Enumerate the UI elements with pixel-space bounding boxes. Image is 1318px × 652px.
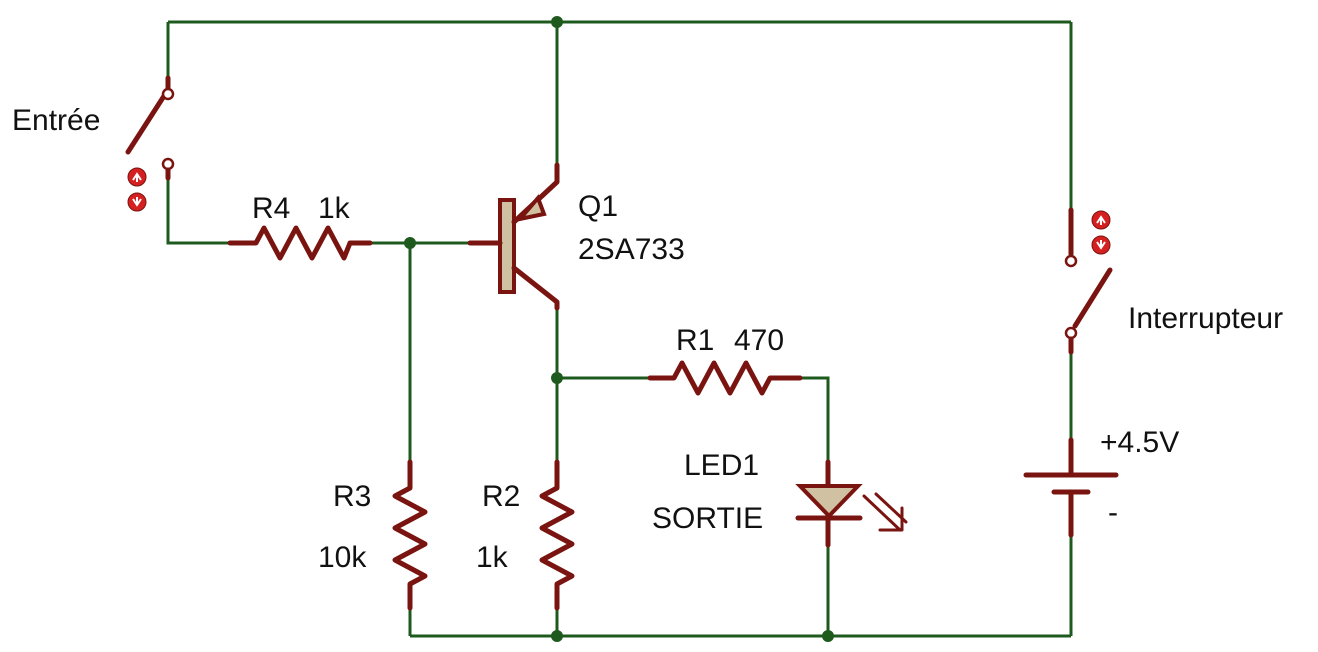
switch-up-arrow-icon[interactable] xyxy=(127,167,147,187)
q1-name: Q1 xyxy=(578,190,618,223)
power-switch-down-arrow-icon[interactable] xyxy=(1091,235,1111,255)
wires xyxy=(166,20,1073,638)
power-switch-contact-top xyxy=(1064,254,1078,268)
r4-name: R4 xyxy=(252,192,290,225)
input-switch[interactable] xyxy=(125,75,175,212)
q1-emitter-arrow xyxy=(514,194,547,223)
r2-name: R2 xyxy=(482,480,520,513)
r3-name: R3 xyxy=(333,480,371,513)
r1-value: 470 xyxy=(734,324,784,357)
junction-base xyxy=(404,237,416,249)
power-switch[interactable] xyxy=(1064,207,1113,355)
resistor-r4 xyxy=(227,225,373,261)
wire-r1-to-led xyxy=(800,376,830,462)
battery-minus-label: - xyxy=(1108,496,1118,529)
input-switch-contact-top xyxy=(161,87,175,101)
junction-top xyxy=(551,16,563,28)
power-switch-lever xyxy=(1072,267,1113,329)
led-1 xyxy=(795,459,908,548)
q1-base-bar xyxy=(498,198,516,294)
q1-part: 2SA733 xyxy=(578,233,685,266)
input-switch-label: Entrée xyxy=(12,104,100,137)
input-switch-lever xyxy=(125,93,167,155)
r1-name: R1 xyxy=(676,324,714,357)
power-switch-up-arrow-icon[interactable] xyxy=(1091,210,1111,230)
q1-collector-lead xyxy=(511,265,560,311)
junction-collector xyxy=(551,372,563,384)
junction-bottom-r2 xyxy=(551,630,563,642)
resistor-r1 xyxy=(647,360,803,396)
junction-bottom-led xyxy=(822,630,834,642)
led-triangle xyxy=(795,484,863,519)
led-name: LED1 xyxy=(684,449,759,482)
switch-down-arrow-icon[interactable] xyxy=(127,192,147,212)
led-value: SORTIE xyxy=(652,502,763,535)
junctions xyxy=(404,16,834,642)
r2-value: 1k xyxy=(476,541,509,574)
resistor-r3 xyxy=(392,459,428,611)
led-emission-arrows-icon xyxy=(862,492,908,532)
resistor-r2 xyxy=(539,459,575,611)
power-switch-label: Interrupteur xyxy=(1128,302,1283,335)
r3-value: 10k xyxy=(318,541,367,574)
wire-input-switch-bottom xyxy=(166,172,230,245)
transistor-q1 xyxy=(467,162,560,311)
battery xyxy=(1023,437,1119,538)
battery-plus-label: +4.5V xyxy=(1100,426,1179,459)
r4-value: 1k xyxy=(318,192,351,225)
